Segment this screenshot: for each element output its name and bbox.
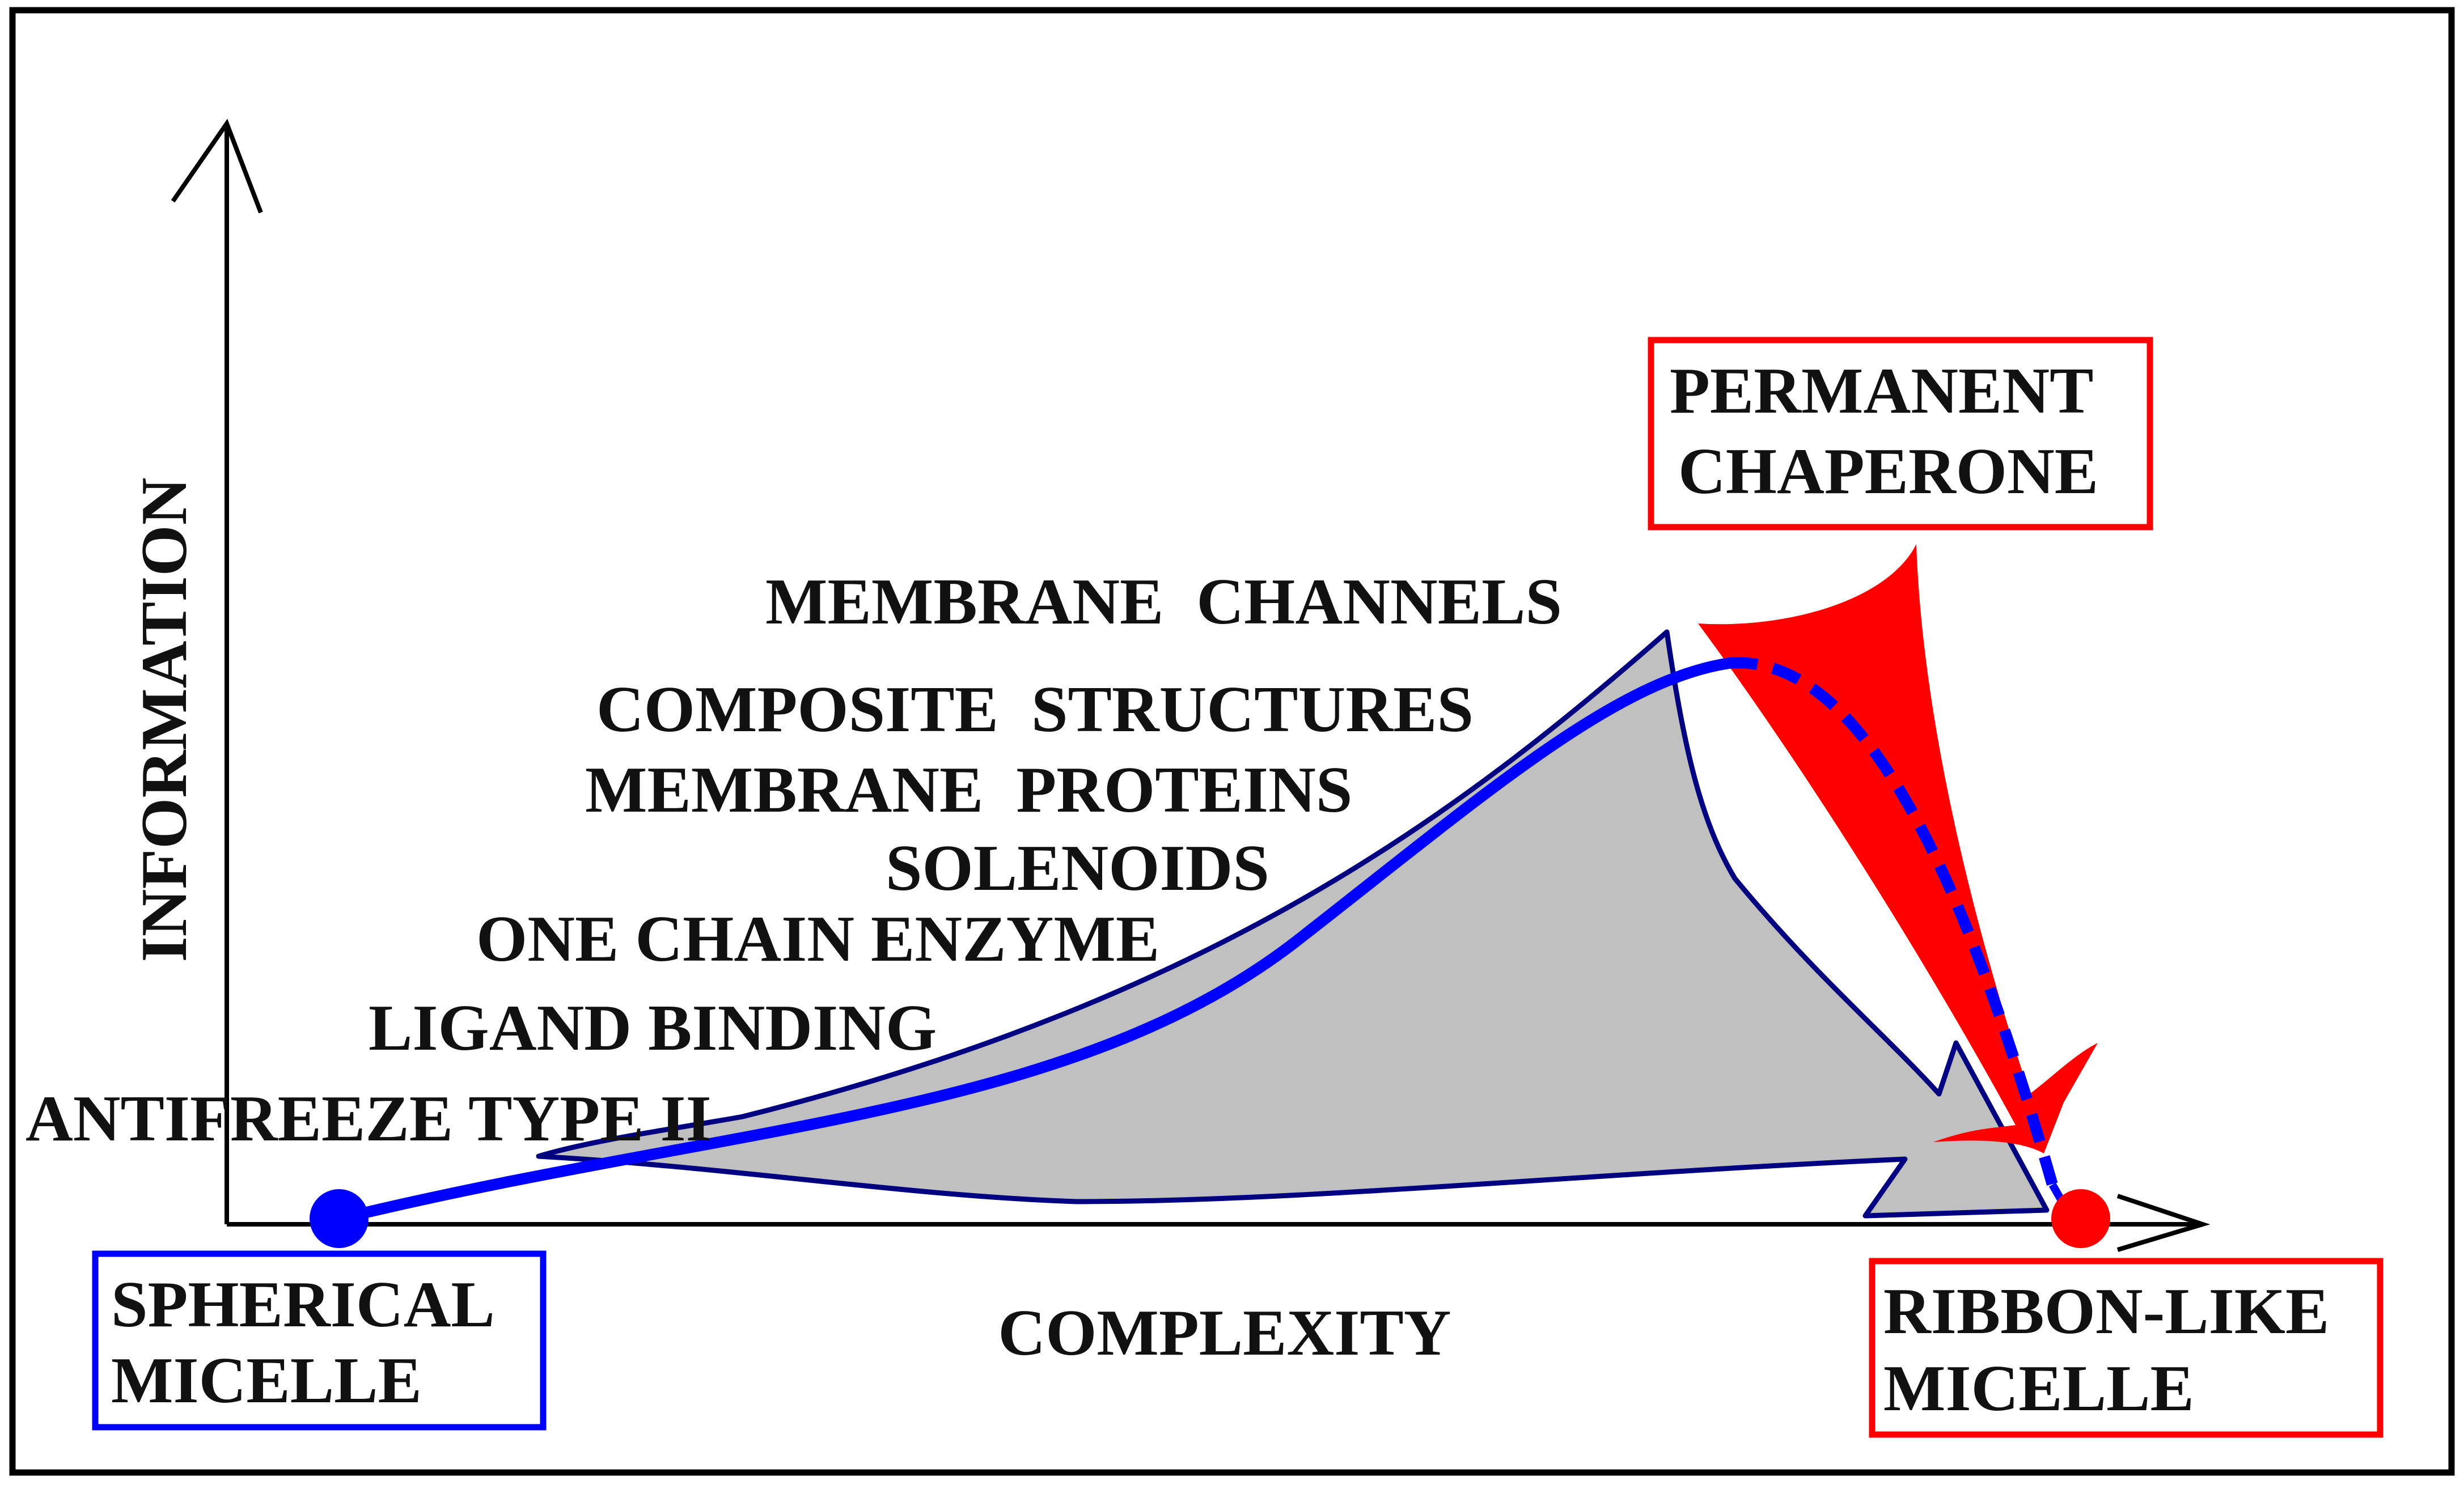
evolution-path-solid xyxy=(335,657,1735,1224)
end-box-line2: MICELLE xyxy=(1883,1352,2194,1425)
x-axis-arrowhead xyxy=(2116,1194,2211,1252)
start-box-line2: MICELLE xyxy=(111,1344,422,1417)
structure-region xyxy=(536,629,2050,1219)
start-box-line1: SPHERICAL xyxy=(111,1268,495,1341)
end-box: RIBBON-LIKE MICELLE xyxy=(1869,1258,2383,1438)
y-axis-label: INFORMATION xyxy=(128,478,201,962)
start-point-marker xyxy=(310,1189,369,1248)
chaperone-box-frame xyxy=(1648,337,2153,531)
start-box-frame xyxy=(92,1250,547,1431)
label-solenoids: SOLENOIDS xyxy=(886,832,1269,905)
chaperone-box: PERMANENT CHAPERONE xyxy=(1648,337,2153,531)
label-composite-structures: COMPOSITE STRUCTURES xyxy=(596,673,1474,746)
evolution-path-dashed xyxy=(1729,657,2058,1186)
axes xyxy=(171,118,2211,1252)
x-axis-label: COMPLEXITY xyxy=(998,1297,1451,1369)
structure-labels: MEMBRANE CHANNELS COMPOSITE STRUCTURES M… xyxy=(26,566,1562,1155)
chaperone-box-line1: PERMANENT xyxy=(1670,355,2094,427)
label-antifreeze-type-ii: ANTIFREEZE TYPE II xyxy=(26,1083,712,1155)
end-box-line1: RIBBON-LIKE xyxy=(1883,1275,2329,1348)
label-membrane-channels: MEMBRANE CHANNELS xyxy=(765,566,1562,638)
label-one-chain-enzyme: ONE CHAIN ENZYME xyxy=(476,903,1159,975)
start-box: SPHERICAL MICELLE xyxy=(92,1250,547,1431)
figure-frame xyxy=(9,7,2455,1476)
label-membrane-proteins: MEMBRANE PROTEINS xyxy=(585,754,1352,826)
chaperone-box-line2: CHAPERONE xyxy=(1678,435,2098,508)
label-ligand-binding: LIGAND BINDING xyxy=(369,992,937,1064)
end-box-frame xyxy=(1869,1258,2383,1438)
y-axis-arrowhead xyxy=(171,118,263,214)
end-point-marker xyxy=(2051,1189,2110,1248)
